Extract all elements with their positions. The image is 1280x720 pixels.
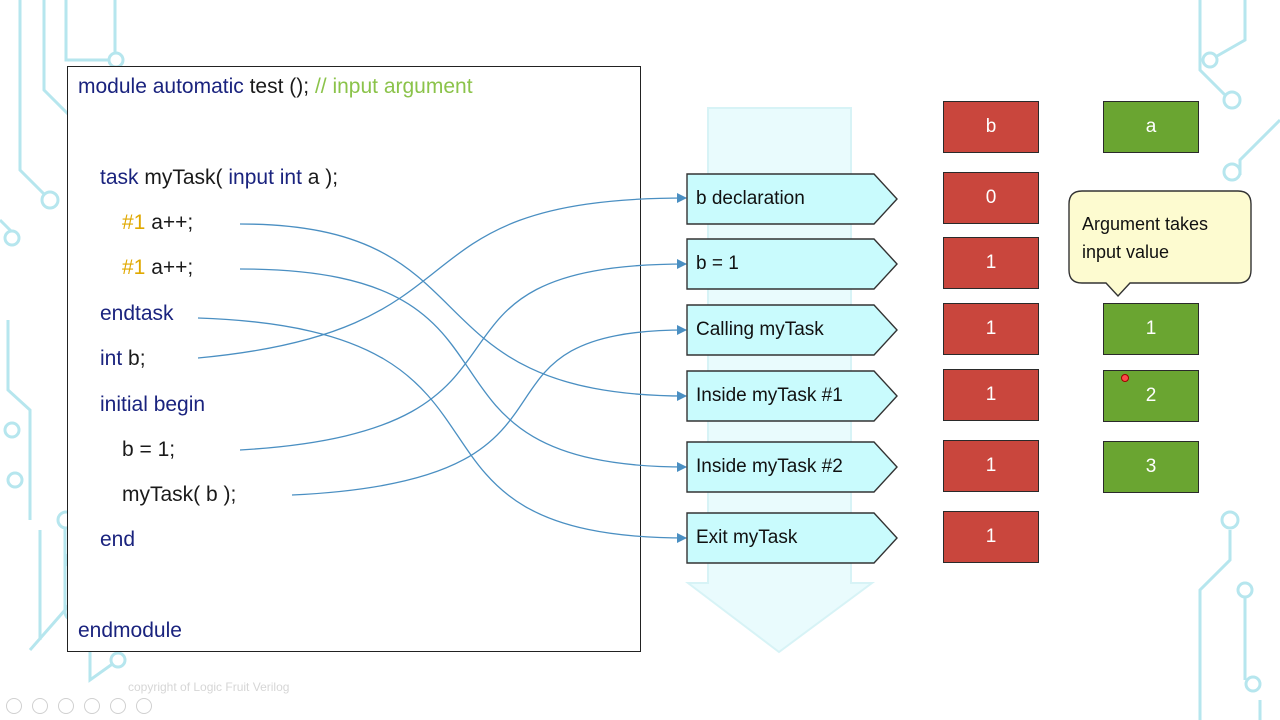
step-label: Inside myTask #2 bbox=[696, 456, 843, 477]
slides-icon[interactable] bbox=[84, 698, 100, 714]
code-task-line: task myTask( input int a ); bbox=[100, 166, 339, 189]
code-delay-line-1: #1 a++; bbox=[122, 211, 194, 234]
b-column-header: b bbox=[943, 101, 1039, 153]
b-value-cell: 1 bbox=[943, 369, 1039, 421]
laser-pointer bbox=[1121, 374, 1129, 382]
code-initial-line: initial begin bbox=[100, 393, 206, 416]
code-delay-line-2: #1 a++; bbox=[122, 256, 194, 279]
step-b-declaration: b declaration bbox=[686, 173, 898, 225]
step-label: b = 1 bbox=[696, 253, 739, 274]
step-label: Exit myTask bbox=[696, 527, 798, 548]
code-endtask-line: endtask bbox=[100, 302, 174, 325]
pen-icon[interactable] bbox=[58, 698, 74, 714]
callout-bubble bbox=[1068, 190, 1252, 298]
step-shape bbox=[686, 441, 898, 493]
step-label: Calling myTask bbox=[696, 319, 824, 340]
argument-callout: Argument takes input value bbox=[1068, 190, 1252, 298]
copyright-footer: copyright of Logic Fruit Verilog bbox=[128, 680, 290, 694]
a-column-header: a bbox=[1103, 101, 1199, 153]
step-shape bbox=[686, 173, 898, 225]
b-value-cell: 1 bbox=[943, 303, 1039, 355]
step-shape bbox=[686, 238, 898, 290]
step-exit-mytask: Exit myTask bbox=[686, 512, 898, 564]
b-value-cell: 1 bbox=[943, 237, 1039, 289]
b-value-cell: 1 bbox=[943, 440, 1039, 492]
b-value-cell: 0 bbox=[943, 172, 1039, 224]
code-end-line: end bbox=[100, 528, 136, 551]
step-inside-mytask-2: Inside myTask #2 bbox=[686, 441, 898, 493]
b-value-cell: 1 bbox=[943, 511, 1039, 563]
code-module-line: module automatic test (); // input argum… bbox=[78, 75, 473, 98]
a-value-cell: 1 bbox=[1103, 303, 1199, 355]
step-shape bbox=[686, 512, 898, 564]
code-endmodule-line: endmodule bbox=[78, 619, 182, 642]
a-value-cell: 3 bbox=[1103, 441, 1199, 493]
step-inside-mytask-1: Inside myTask #1 bbox=[686, 370, 898, 422]
code-int-line: int b; bbox=[100, 347, 146, 370]
code-panel bbox=[67, 66, 641, 652]
step-b-assign: b = 1 bbox=[686, 238, 898, 290]
step-shape bbox=[686, 370, 898, 422]
a-value-cell: 2 bbox=[1103, 370, 1199, 422]
step-label: Inside myTask #1 bbox=[696, 385, 843, 406]
next-slide-icon[interactable] bbox=[32, 698, 48, 714]
more-options-icon[interactable] bbox=[136, 698, 152, 714]
presentation-controls bbox=[6, 698, 156, 718]
prev-slide-icon[interactable] bbox=[6, 698, 22, 714]
code-call-line: myTask( b ); bbox=[122, 483, 237, 506]
code-assign-line: b = 1; bbox=[122, 438, 176, 461]
step-shape bbox=[686, 304, 898, 356]
zoom-icon[interactable] bbox=[110, 698, 126, 714]
callout-text: Argument takes input value bbox=[1082, 214, 1209, 262]
step-calling-mytask: Calling myTask bbox=[686, 304, 898, 356]
step-label: b declaration bbox=[696, 188, 805, 209]
